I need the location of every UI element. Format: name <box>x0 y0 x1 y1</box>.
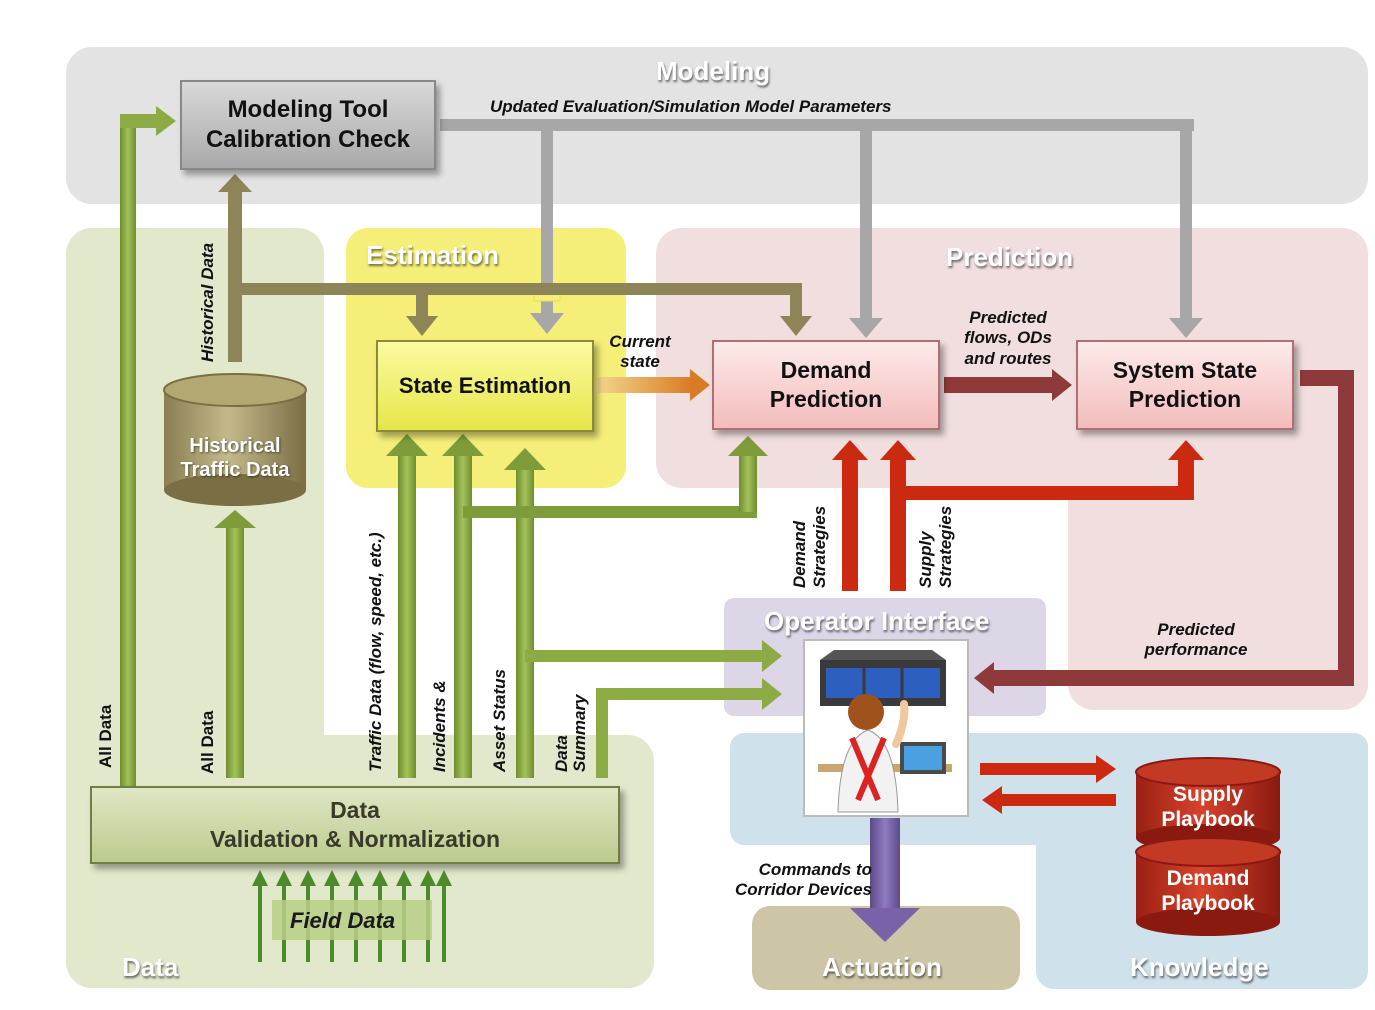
demand-strategies-label-2: Strategies <box>810 505 829 588</box>
historical-traffic-data-cylinder <box>163 373 307 506</box>
incidents-label: Incidents & <box>430 680 449 772</box>
commands-arrow <box>870 818 900 912</box>
operator-illustration <box>803 639 969 817</box>
data-validation-box: Data Validation & Normalization <box>90 786 620 864</box>
calibration-check-box: Modeling Tool Calibration Check <box>180 80 436 170</box>
all-data-label-1: All Data <box>96 704 115 768</box>
data-validation-subtitle: Validation & Normalization <box>209 826 501 852</box>
predicted-performance-arrow <box>992 370 1354 686</box>
modeling-title: Modeling <box>656 56 771 86</box>
current-state-arrow <box>598 377 692 393</box>
actuation-title: Actuation <box>822 952 942 982</box>
data-title: Data <box>122 952 179 982</box>
field-data-label: Field Data <box>290 908 396 933</box>
data-summary-label-2: Summary <box>570 694 589 772</box>
strategy-arrows <box>832 440 1204 591</box>
predicted-flows-arrowhead <box>1052 369 1072 401</box>
asset-status-label: Asset Status <box>490 669 509 772</box>
predicted-performance-arrowhead <box>974 662 994 694</box>
predicted-flows-arrow <box>944 377 1054 393</box>
data-validation-title: Data <box>330 797 380 824</box>
supply-strategies-label-2: Strategies <box>936 505 955 588</box>
all-data-arrows <box>120 106 256 788</box>
predicted-flows-label: Predicted flows, ODs and routes <box>964 308 1052 368</box>
demand-prediction-box: Demand Prediction <box>712 340 940 430</box>
prediction-title: Prediction <box>946 242 1074 272</box>
model-parameter-arrows <box>440 119 1203 338</box>
supply-strategies-label-1: Supply <box>916 531 935 588</box>
supply-playbook-label: Supply Playbook <box>1161 783 1255 832</box>
commands-arrowhead <box>850 908 920 942</box>
system-state-prediction-box: System State Prediction <box>1076 340 1294 430</box>
demand-playbook-cylinder <box>1135 837 1281 936</box>
historical-data-arrows <box>218 174 812 362</box>
all-data-label-2: All Data <box>198 710 217 774</box>
operator-interface-title: Operator Interface <box>764 606 990 636</box>
commands-label: Commands to Corridor Devices <box>735 860 872 900</box>
field-data-highlight <box>272 900 432 940</box>
playbook-exchange-arrows <box>980 755 1116 814</box>
predicted-performance-label: Predicted performance <box>1144 620 1248 660</box>
updated-params-label: Updated Evaluation/Simulation Model Para… <box>490 97 892 116</box>
historical-traffic-data-label: Historical Traffic Data <box>180 435 290 481</box>
demand-playbook-label: Demand Playbook <box>1161 867 1255 916</box>
knowledge-title: Knowledge <box>1130 952 1269 982</box>
data-summary-label-1: Data <box>552 735 571 772</box>
traffic-data-label: Traffic Data (flow, speed, etc.) <box>366 532 385 772</box>
historical-data-label: Historical Data <box>198 242 217 362</box>
state-estimation-box: State Estimation <box>376 340 594 432</box>
demand-strategies-label-1: Demand <box>790 520 809 588</box>
estimation-title: Estimation <box>366 240 499 270</box>
current-state-label: Current state <box>609 332 671 372</box>
estimation-input-arrows <box>386 434 782 778</box>
current-state-arrowhead <box>690 369 710 401</box>
actuation-region <box>752 906 1020 990</box>
